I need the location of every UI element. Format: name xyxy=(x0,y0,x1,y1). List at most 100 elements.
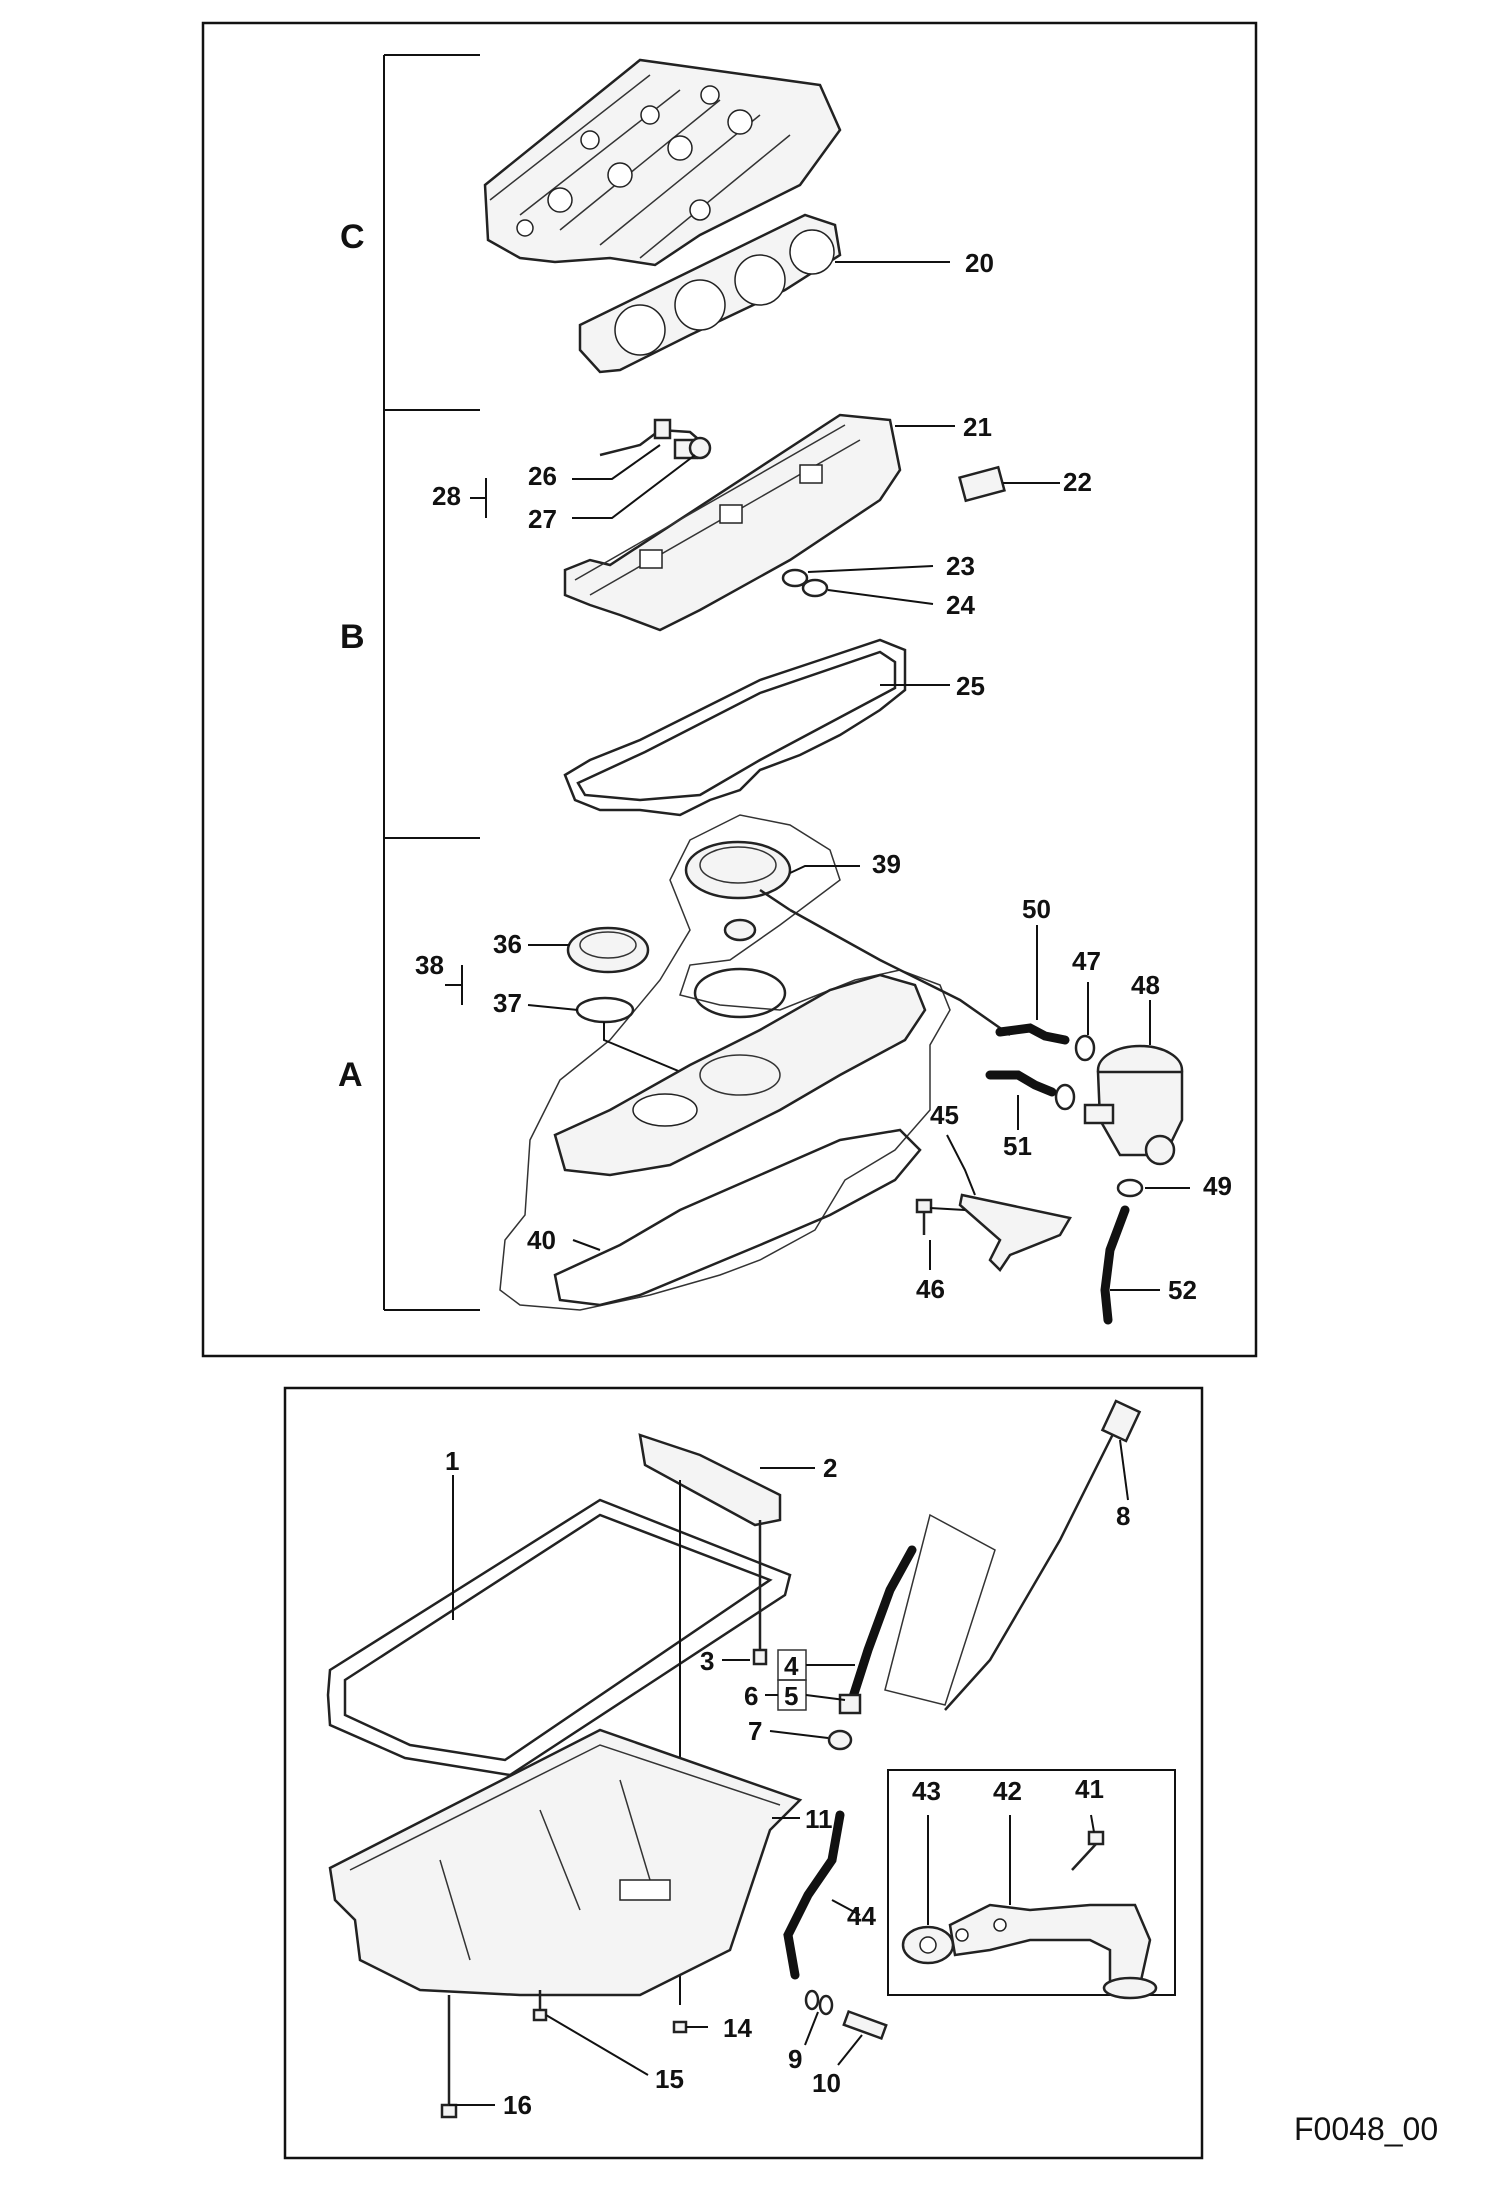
hose-50 xyxy=(995,1023,1070,1045)
callout-39: 39 xyxy=(872,849,901,879)
callout-42: 42 xyxy=(993,1776,1022,1806)
rocker-cover-region xyxy=(499,814,951,1311)
filler-seal xyxy=(575,996,635,1024)
leader-45 xyxy=(946,1134,976,1196)
tube-fitting xyxy=(838,1693,862,1715)
hose-51 xyxy=(985,1070,1057,1097)
callout-48: 48 xyxy=(1131,970,1160,1000)
oil-tube-44 xyxy=(783,1810,845,1980)
callout-24: 24 xyxy=(946,590,975,620)
bracket-28 xyxy=(470,478,487,518)
hose-52 xyxy=(1100,1205,1130,1325)
callout-22: 22 xyxy=(1063,467,1092,497)
bolt-16 xyxy=(440,1995,458,2119)
seal-23 xyxy=(781,568,809,588)
dipstick-sleeve-box xyxy=(884,1513,996,1706)
lower-panel-frame xyxy=(283,1386,1204,2160)
callout-51: 51 xyxy=(1003,1131,1032,1161)
bolt-3 xyxy=(752,1520,768,1666)
leader-26 xyxy=(572,444,661,480)
bolt-14 xyxy=(672,2020,688,2034)
leader-40 xyxy=(572,1239,601,1251)
figure-code: F0048_00 xyxy=(1294,2111,1438,2147)
oil-pan-gasket xyxy=(326,1498,792,1777)
leader-23 xyxy=(807,565,934,573)
callout-16: 16 xyxy=(503,2090,532,2120)
callout-36: 36 xyxy=(493,929,522,959)
upper-panel-frame xyxy=(201,21,1258,1358)
bracket-38 xyxy=(445,965,463,1005)
callout-40: 40 xyxy=(527,1225,556,1255)
leader-8 xyxy=(1119,1439,1129,1501)
callout-7: 7 xyxy=(748,1716,762,1746)
rocker-cover xyxy=(553,973,927,1177)
callout-2: 2 xyxy=(823,1453,837,1483)
bolt-41 xyxy=(1071,1830,1105,1871)
callout-14: 14 xyxy=(723,2013,752,2043)
elbow-7 xyxy=(827,1729,853,1751)
callout-27: 27 xyxy=(528,504,557,534)
group-bracket xyxy=(383,54,480,1311)
breather-housing xyxy=(684,840,792,912)
callout-52: 52 xyxy=(1168,1275,1197,1305)
callout-23: 23 xyxy=(946,551,975,581)
dipstick-tube xyxy=(847,1545,917,1705)
rocker-cover-gasket xyxy=(553,1128,922,1307)
leader-7 xyxy=(769,1730,829,1739)
callout-28: 28 xyxy=(432,481,461,511)
cover-plug xyxy=(723,918,757,942)
callout-1: 1 xyxy=(445,1446,459,1476)
callout-4: 4 xyxy=(784,1651,799,1681)
leader-39 xyxy=(789,865,860,874)
plug-10 xyxy=(842,2009,888,2041)
callout-45: 45 xyxy=(930,1100,959,1130)
callout-26: 26 xyxy=(528,461,557,491)
breather-tube xyxy=(789,908,1011,1037)
group-label-b: B xyxy=(340,618,365,656)
cover-gasket xyxy=(563,638,907,817)
sleeve-22 xyxy=(958,465,1006,503)
seal-24 xyxy=(801,578,829,598)
callout-50: 50 xyxy=(1022,894,1051,924)
callout-3: 3 xyxy=(700,1646,714,1676)
bolt-pointer xyxy=(929,1207,966,1211)
leader-15 xyxy=(545,2014,649,2076)
callout-21: 21 xyxy=(963,412,992,442)
callout-11: 11 xyxy=(805,1804,833,1834)
callout-38: 38 xyxy=(415,950,444,980)
leader-41 xyxy=(1090,1814,1095,1833)
callout-37: 37 xyxy=(493,988,522,1018)
leader-27 xyxy=(572,454,696,519)
callout-6: 6 xyxy=(744,1681,758,1711)
callout-10: 10 xyxy=(812,2068,841,2098)
oil-separator xyxy=(1083,1044,1184,1166)
callout-20: 20 xyxy=(965,248,994,278)
cylinder-head xyxy=(483,58,842,267)
inset-frame xyxy=(887,1769,1176,1996)
leader-24 xyxy=(827,589,934,605)
oil-pan xyxy=(328,1728,803,1997)
callout-41: 41 xyxy=(1075,1774,1104,1804)
callout-8: 8 xyxy=(1116,1501,1130,1531)
o-ring-9b xyxy=(818,1994,834,2016)
dipstick-handle xyxy=(1100,1399,1142,1443)
bridge-plate xyxy=(638,1433,782,1527)
callout-49: 49 xyxy=(1203,1171,1232,1201)
leader-10 xyxy=(837,2034,863,2066)
pickup-tube-42 xyxy=(948,1903,1158,2000)
callout-5: 5 xyxy=(784,1681,798,1711)
head-gasket xyxy=(578,213,842,374)
callout-15: 15 xyxy=(655,2064,684,2094)
leader-44 xyxy=(831,1899,861,1916)
bolt-46 xyxy=(915,1198,933,1235)
callout-43: 43 xyxy=(912,1776,941,1806)
o-ring-47 xyxy=(1074,1034,1096,1062)
o-ring-9a xyxy=(804,1989,820,2011)
o-ring-49 xyxy=(1116,1178,1144,1198)
leader-5 xyxy=(805,1694,846,1701)
callout-47: 47 xyxy=(1072,946,1101,976)
group-label-c: C xyxy=(340,218,365,256)
o-ring-51b xyxy=(1054,1083,1076,1111)
leader-9 xyxy=(804,2011,819,2046)
